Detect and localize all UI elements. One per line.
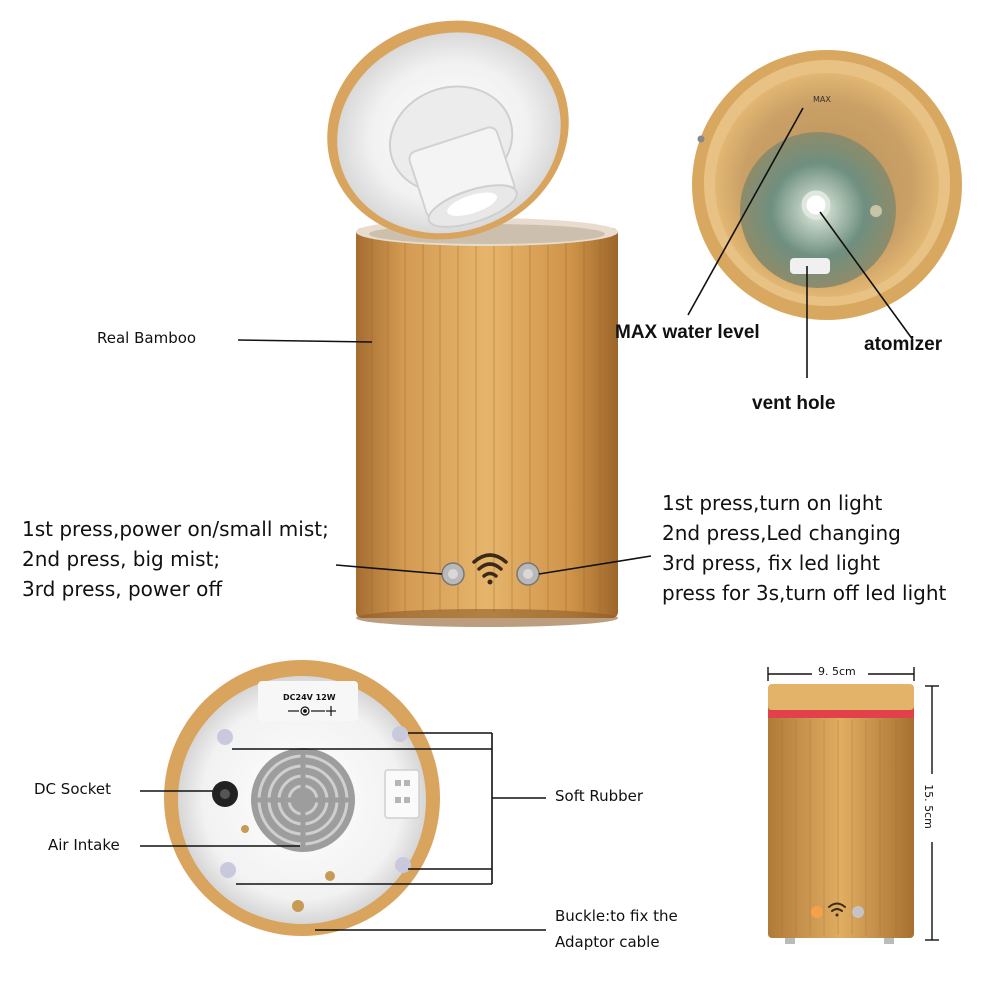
height-dimension-label: 15. 5cm [921,784,935,829]
small-lid [768,684,914,710]
vent-hole-tab [790,258,830,274]
side-screw [870,205,882,217]
atomizer-disc [801,190,831,220]
buckle-label-line2: Adaptor cable [555,933,660,951]
light-instruction-3: 3rd press, fix led light [662,551,881,575]
air-intake-label: Air Intake [48,836,120,854]
light-instruction-2: 2nd press,Led changing [662,521,901,545]
small-grain [781,720,897,935]
mist-instruction-3: 3rd press, power off [22,577,223,601]
led-strip [768,710,914,718]
atomizer-label: atomizer [864,334,943,355]
bamboo-grain [371,236,601,612]
light-instruction-1: 1st press,turn on light [662,491,883,515]
soft-rubber-label: Soft Rubber [555,787,644,805]
light-button-center [523,569,533,579]
screw [292,900,304,912]
mist-button-pointer [335,564,443,575]
dc-socket-label: DC Socket [34,780,111,798]
dc-socket-pin [220,789,230,799]
wifi-icon [472,553,508,585]
bamboo-pointer [237,339,373,343]
mist-instruction-2: 2nd press, big mist; [22,547,221,571]
light-button-pointer [538,555,652,575]
rubber-foot [392,726,408,742]
diffuser-lid [327,20,569,240]
screw [241,825,249,833]
small-foot [884,938,894,944]
max-water-level-label: MAX water level [615,322,760,343]
bottom-view: DC24V 12W [140,660,546,936]
rubber-foot [395,857,411,873]
small-wifi-icon [828,902,846,917]
rating-text: DC24V 12W [283,693,336,702]
rim-dot [697,135,705,143]
mist-instruction-1: 1st press,power on/small mist; [22,517,329,541]
width-dimension-label: 9. 5cm [818,665,856,678]
buckle-label-line1: Buckle:to fix the [555,907,678,925]
body-base [356,609,618,627]
mount-block [384,769,420,819]
dimension-view [767,664,942,944]
rubber-foot [220,862,236,878]
atomizer-pointer [819,211,914,341]
diffuser-open-view [327,20,618,627]
inside-view: MAX [687,50,962,378]
small-body [768,690,914,938]
small-light-button [852,906,864,918]
bamboo-body [356,228,618,618]
mist-button-instructions: 1st press,power on/small mist; 2nd press… [22,514,329,604]
real-bamboo-label: Real Bamboo [97,329,197,347]
light-instruction-4: press for 3s,turn off led light [662,581,947,605]
mist-button-center [448,569,458,579]
screw [325,871,335,881]
polarity-icon [288,706,336,716]
max-mark: MAX [813,95,831,104]
light-button-instructions: 1st press,turn on light 2nd press,Led ch… [662,488,946,608]
rubber-foot [217,729,233,745]
small-mist-button [811,906,823,918]
vent-hole-label: vent hole [752,393,836,414]
small-foot [785,938,795,944]
max-pointer [687,107,804,316]
